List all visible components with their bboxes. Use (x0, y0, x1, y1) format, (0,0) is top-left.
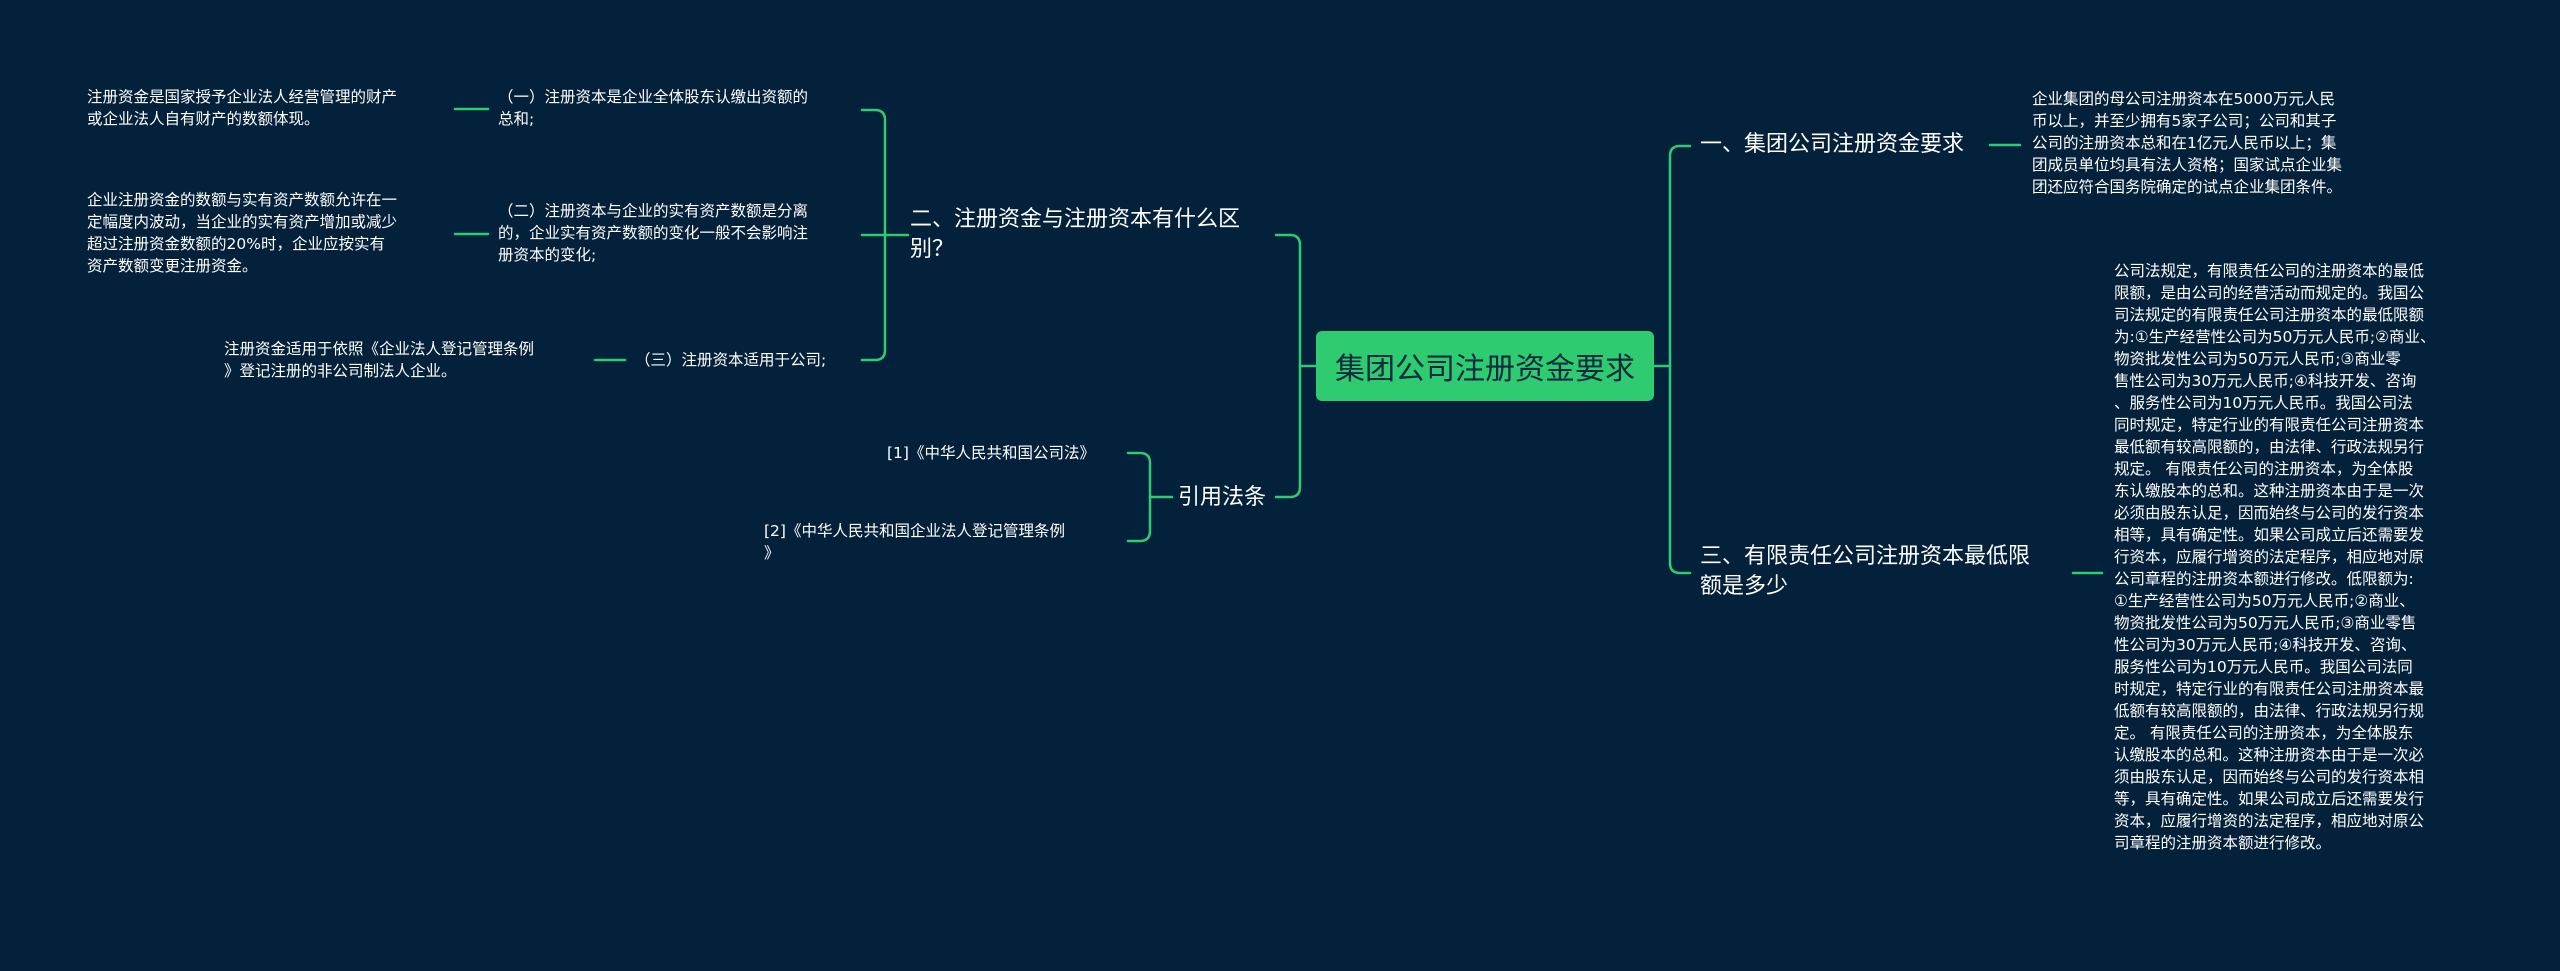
link-left-b4 (1274, 364, 1302, 499)
link-right-b3 (1668, 364, 1692, 575)
branch-4-item-2[interactable]: [2]《中华人民共和国企业法人登记管理条例 》 (764, 522, 1065, 562)
branch-2-item-3[interactable]: （三）注册资本适用于公司; (635, 351, 827, 369)
branch-4-label[interactable]: 引用法条 (1178, 485, 1267, 510)
branch-2-item-1-detail: 注册资金是国家授予企业法人经营管理的财产 或企业法人自有财产的数额体现。 (87, 88, 398, 128)
branch-3-label[interactable]: 三、有限责任公司注册资本最低限 额是多少 (1700, 544, 2031, 599)
link-right-b1 (1668, 144, 1692, 368)
branch-3-detail: 公司法规定，有限责任公司的注册资本的最低 限额，是由公司的经营活动而规定的。我国… (2114, 262, 2436, 852)
link-b2-item1 (860, 108, 887, 237)
central-topic-label: 集团公司注册资金要求 (1335, 352, 1635, 387)
branch-2-item-1[interactable]: （一）注册资本是企业全体股东认缴出资额的 总和; (498, 88, 809, 128)
branch-2-item-3-detail: 注册资金适用于依照《企业法人登记管理条例 》登记注册的非公司制法人企业。 (224, 340, 535, 380)
link-b4-item1 (1126, 451, 1152, 499)
branch-2-item-2[interactable]: （二）注册资本与企业的实有资产数额是分离 的，企业实有资产数额的变化一般不会影响… (498, 202, 809, 264)
branch-1-label[interactable]: 一、集团公司注册资金要求 (1700, 132, 1965, 157)
branch-2-item-2-detail: 企业注册资金的数额与实有资产数额允许在一 定幅度内波动，当企业的实有资产增加或减… (87, 191, 398, 275)
branch-1-detail: 企业集团的母公司注册资本在5000万元人民 币以上，并至少拥有5家子公司；公司和… (2032, 90, 2343, 196)
link-left-b2 (1274, 233, 1302, 368)
branch-2-label[interactable]: 二、注册资金与注册资本有什么区 别？ (910, 207, 1241, 262)
central-topic[interactable]: 集团公司注册资金要求 (1316, 331, 1654, 401)
link-b4-item2 (1126, 495, 1152, 543)
link-b2-item3 (860, 233, 887, 362)
branch-4-item-1[interactable]: [1]《中华人民共和国公司法》 (887, 444, 1095, 462)
